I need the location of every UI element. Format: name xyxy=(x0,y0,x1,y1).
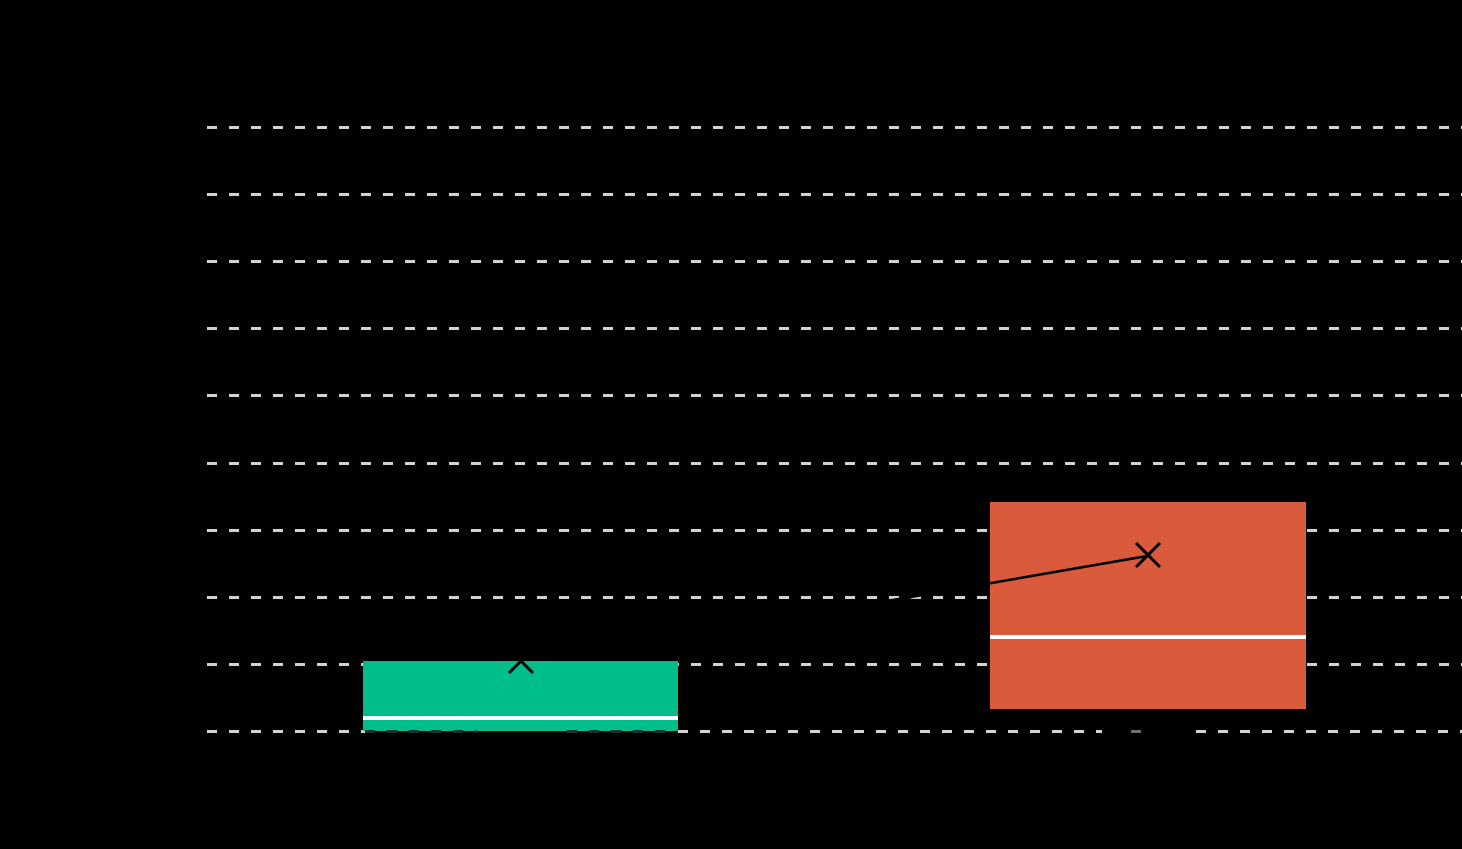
median-line-group-1 xyxy=(363,716,678,720)
boxplot-box-group-2 xyxy=(990,502,1306,709)
gridline-bottom-seg-3 xyxy=(678,730,1102,733)
gridline-3 xyxy=(207,327,1462,330)
gridline-0 xyxy=(207,126,1462,129)
gridline-1 xyxy=(207,193,1462,196)
gridline-bottom-seg-5 xyxy=(1196,730,1462,733)
gridline-2 xyxy=(207,260,1462,263)
gridline-4 xyxy=(207,394,1462,397)
gridline-6 xyxy=(207,529,1462,532)
gridline-bottom-seg-1 xyxy=(365,730,477,733)
boxplot-box-group-1 xyxy=(363,661,678,731)
gridline-bottom-seg-2 xyxy=(567,730,678,733)
gridline-bottom-seg-4 xyxy=(1131,730,1141,733)
gridline-8 xyxy=(207,663,1462,666)
median-line-group-2 xyxy=(990,635,1306,639)
gridline-7 xyxy=(207,596,1462,599)
gridline-bottom-seg-0 xyxy=(207,730,365,733)
gridline-5 xyxy=(207,462,1462,465)
